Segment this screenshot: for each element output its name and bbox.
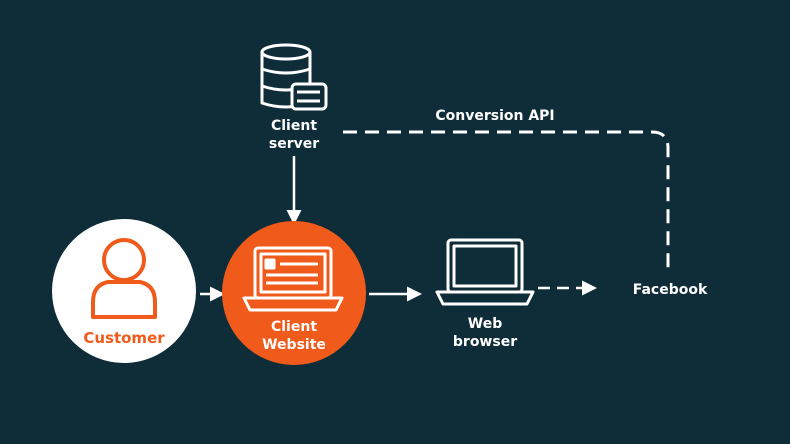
database-server-icon <box>260 43 328 111</box>
client-website-label: Client Website <box>244 318 344 354</box>
laptop-icon <box>242 246 344 312</box>
conversion-api-path <box>343 130 670 272</box>
client-server-label-line2: server <box>268 136 320 152</box>
client-website-label-line2: Website <box>262 337 326 353</box>
customer-label: Customer <box>83 329 165 347</box>
web-browser-label-line2: browser <box>452 334 518 350</box>
web-browser-label: Web browser <box>435 315 535 351</box>
web-browser-label-line1: Web <box>467 316 503 332</box>
client-website-label-line1: Client <box>270 319 318 335</box>
facebook-label: Facebook <box>632 282 708 298</box>
client-server-label-line1: Client <box>270 118 318 134</box>
conversion-api-label: Conversion API <box>435 108 555 124</box>
client-server-label: Client server <box>254 117 334 153</box>
person-icon <box>91 238 157 319</box>
customer-node <box>52 219 196 363</box>
web-browser-laptop-icon <box>435 238 535 306</box>
